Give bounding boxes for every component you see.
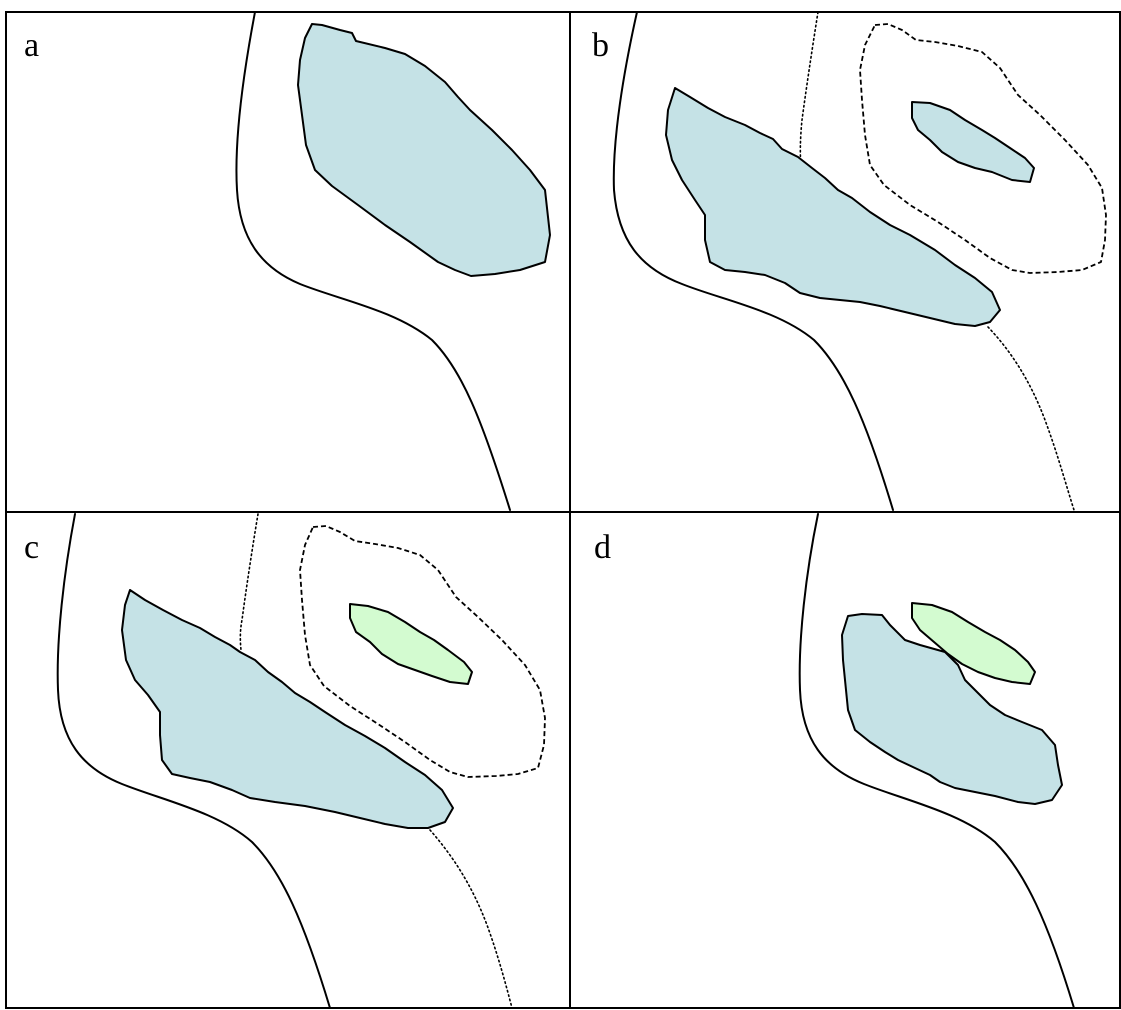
panel-d: [798, 513, 1075, 1009]
panel-b-boundary-curve: [612, 11, 894, 511]
panel-d-green-region: [911, 602, 1036, 685]
panel-c-boundary-curve: [56, 513, 331, 1009]
panel-c-dashed-outline: [299, 525, 546, 778]
panel-a: [235, 11, 551, 511]
panel-b-dashed-outline: [859, 23, 1107, 274]
panel-c-dotted-line-upper: [239, 513, 259, 651]
panel-b-label: b: [592, 27, 609, 64]
panel-c-blue-region: [121, 589, 454, 829]
panel-c: [56, 513, 546, 1009]
panel-b-dotted-line-lower: [987, 326, 1075, 511]
panel-a-blue-region: [297, 23, 551, 277]
panel-a-boundary-curve: [235, 11, 511, 511]
panel-c-label: c: [24, 529, 39, 566]
panel-b-blue-region-large: [665, 87, 1001, 327]
panel-c-dotted-line-lower: [429, 829, 513, 1009]
panel-b: [612, 11, 1107, 511]
figure-frame: [5, 11, 1121, 1009]
panel-c-green-region: [349, 603, 473, 685]
panel-d-blue-region: [841, 613, 1063, 805]
panel-a-label: a: [24, 27, 39, 64]
panel-b-dotted-line-upper: [799, 11, 819, 169]
panel-d-boundary-curve: [798, 513, 1075, 1009]
panel-d-label: d: [594, 529, 611, 566]
panel-b-blue-region-small: [911, 101, 1035, 183]
